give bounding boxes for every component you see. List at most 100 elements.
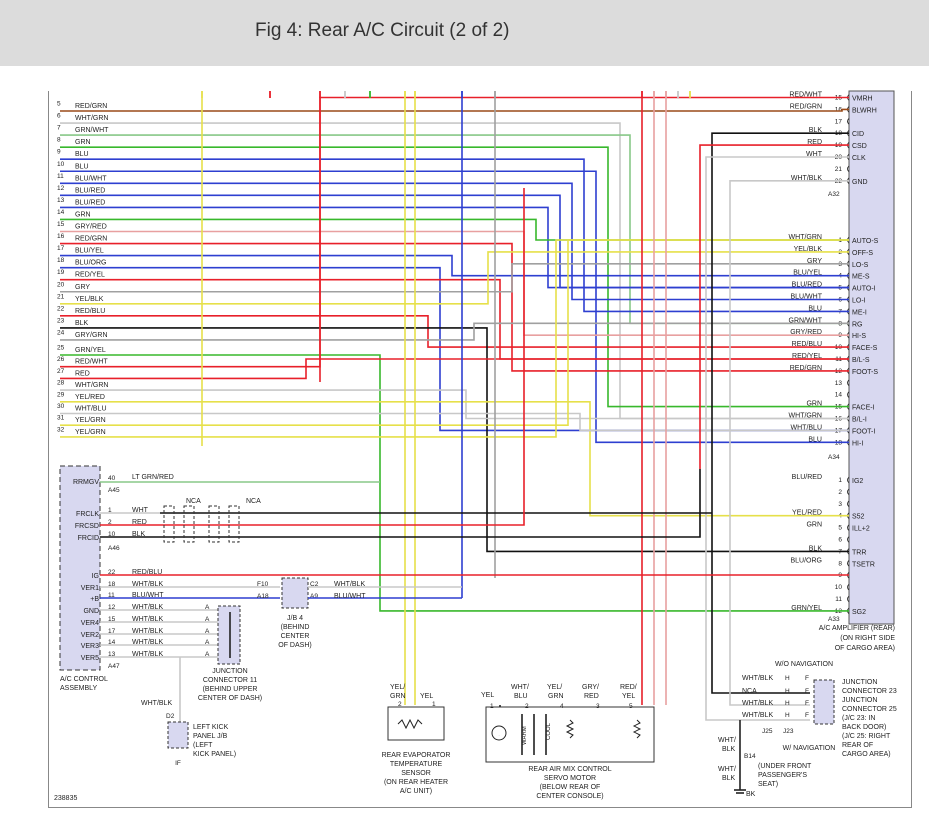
- left-wire-label: RED/BLU: [75, 308, 105, 315]
- amp-pin-number: 13: [835, 380, 843, 387]
- servo-wire-label: GRN: [548, 693, 564, 700]
- amp-wire-label: GRN: [806, 401, 822, 408]
- jb-pin: C2: [310, 581, 319, 588]
- ground-wire-label: BLK: [722, 746, 736, 753]
- jb-caption: CENTER: [281, 633, 310, 640]
- servo-wire-label: RED: [584, 693, 599, 700]
- amp-wire-label: RED/WHT: [789, 92, 822, 99]
- ac-control-assembly: [59, 465, 101, 671]
- signal-wire: [60, 206, 849, 289]
- amp-pin-number: 10: [835, 584, 843, 591]
- control-signal: RRMGV: [73, 479, 99, 486]
- nca-connector: [183, 505, 195, 543]
- jc-wire-label: WHT/BLK: [742, 700, 773, 707]
- control-wire-label: LT GRN/RED: [132, 474, 174, 481]
- pin-mark: [847, 595, 850, 603]
- ground-wire-label: WHT/: [718, 766, 736, 773]
- jc-wire-label: NCA: [742, 688, 757, 695]
- jc-caption: (J/C 23: IN: [842, 715, 875, 722]
- jb-caption: J/B 4: [287, 615, 303, 622]
- evap-caption: A/C UNIT): [400, 788, 432, 795]
- control-signal: VER5: [81, 655, 99, 662]
- left-pin-number: 21: [57, 293, 65, 300]
- control-pin-number: 22: [108, 569, 116, 576]
- jc-caption: BACK DOOR): [842, 724, 886, 731]
- servo-caption: CENTER CONSOLE): [536, 793, 603, 800]
- left-pin-number: 8: [57, 137, 61, 144]
- left-wire-label: RED/WHT: [75, 359, 108, 366]
- signal-wire: [60, 389, 849, 420]
- left-wire-label: WHT/BLU: [75, 406, 107, 413]
- left-wire-label: GRN/WHT: [75, 127, 109, 134]
- servo-caption: REAR AIR MIX CONTROL: [528, 766, 611, 773]
- control-pin-number: 1: [108, 507, 112, 514]
- control-signal: VER3: [81, 643, 99, 650]
- jc-caption: JUNCTION: [842, 697, 877, 704]
- amp-signal-name: CID: [852, 131, 864, 138]
- pin-mark: [847, 391, 850, 398]
- servo-wire-label: GRY/: [582, 684, 599, 691]
- csd-wire: [699, 144, 849, 469]
- left-wire-label: GRN: [75, 139, 91, 146]
- amp-signal-name: VMRH: [852, 96, 873, 103]
- kick-caption: LEFT KICK: [193, 724, 229, 731]
- signal-wire: [60, 358, 849, 380]
- left-pin-number: 11: [57, 173, 64, 180]
- left-pin-number: 6: [57, 113, 61, 120]
- pin-mark: [847, 379, 850, 387]
- amp-signal-name: FACE-S: [852, 345, 878, 352]
- amp-signal-name: AUTO-S: [852, 238, 879, 245]
- evap-wire-label: YEL: [420, 693, 433, 700]
- jc11-pin: A: [205, 639, 210, 646]
- warm-label: WARM: [522, 726, 528, 745]
- nca-connector: [228, 505, 240, 543]
- signal-wire: [60, 146, 849, 408]
- amp-wire-label: BLU/WHT: [791, 294, 823, 301]
- amp-signal-name: TSETR: [852, 561, 875, 568]
- control-pin-number: 2: [108, 519, 112, 526]
- amp-signal-name: RG: [852, 321, 863, 328]
- pin-mark: [847, 560, 850, 567]
- evap-caption: REAR EVAPORATOR: [382, 752, 451, 759]
- amp-wire-label: WHT/BLK: [791, 175, 822, 182]
- kick-pin: D2: [166, 713, 175, 720]
- amp-signal-name: SG2: [852, 609, 866, 616]
- control-pin-number: 14: [108, 639, 116, 646]
- amp-signal-name: GND: [852, 179, 868, 186]
- frc-bus: [160, 188, 525, 526]
- signal-wire: [60, 412, 849, 432]
- jc-pin: H: [785, 700, 790, 707]
- signal-wire: [60, 400, 849, 517]
- amp-wire-label: GRY: [807, 258, 822, 265]
- cool-label: COOL: [546, 722, 552, 740]
- signal-wire: [60, 262, 849, 293]
- left-wire-label: BLU/RED: [75, 199, 105, 206]
- jc11-caption: (BEHIND UPPER: [203, 686, 258, 693]
- connector-id: J25: [762, 728, 773, 735]
- jc11-pin: A: [205, 628, 210, 635]
- jc11-pin: A: [205, 604, 210, 611]
- jb-wire-label: WHT/BLK: [334, 581, 365, 588]
- amp-wire-label: GRN/YEL: [791, 605, 822, 612]
- jc-caption: JUNCTION: [842, 679, 877, 686]
- ground-caption: PASSENGER'S: [758, 772, 807, 779]
- left-wire-label: RED/GRN: [75, 103, 107, 110]
- amp-wire-label: BLU/RED: [792, 282, 822, 289]
- left-pin-number: 9: [57, 149, 61, 156]
- left-pin-number: 31: [57, 415, 65, 422]
- control-wire-label: BLU/WHT: [132, 592, 164, 599]
- amp-signal-name: FACE-I: [852, 405, 875, 412]
- left-pin-number: 13: [57, 197, 65, 204]
- pin-mark: [847, 165, 850, 173]
- control-name: ASSEMBLY: [60, 685, 98, 692]
- amp-signal-name: HI-I: [852, 440, 863, 447]
- amp-pin-number: 6: [838, 537, 842, 544]
- amp-signal-name: B/L-I: [852, 417, 867, 424]
- servo-wire-label: BLU: [514, 693, 528, 700]
- amp-signal-name: S52: [852, 514, 865, 521]
- left-wire-label: BLU: [75, 151, 89, 158]
- amp-wire-label: WHT/BLU: [791, 424, 823, 431]
- control-pin-number: 15: [108, 616, 116, 623]
- amp-wire-label: RED/GRN: [790, 103, 822, 110]
- amp-signal-name: AUTO-I: [852, 286, 876, 293]
